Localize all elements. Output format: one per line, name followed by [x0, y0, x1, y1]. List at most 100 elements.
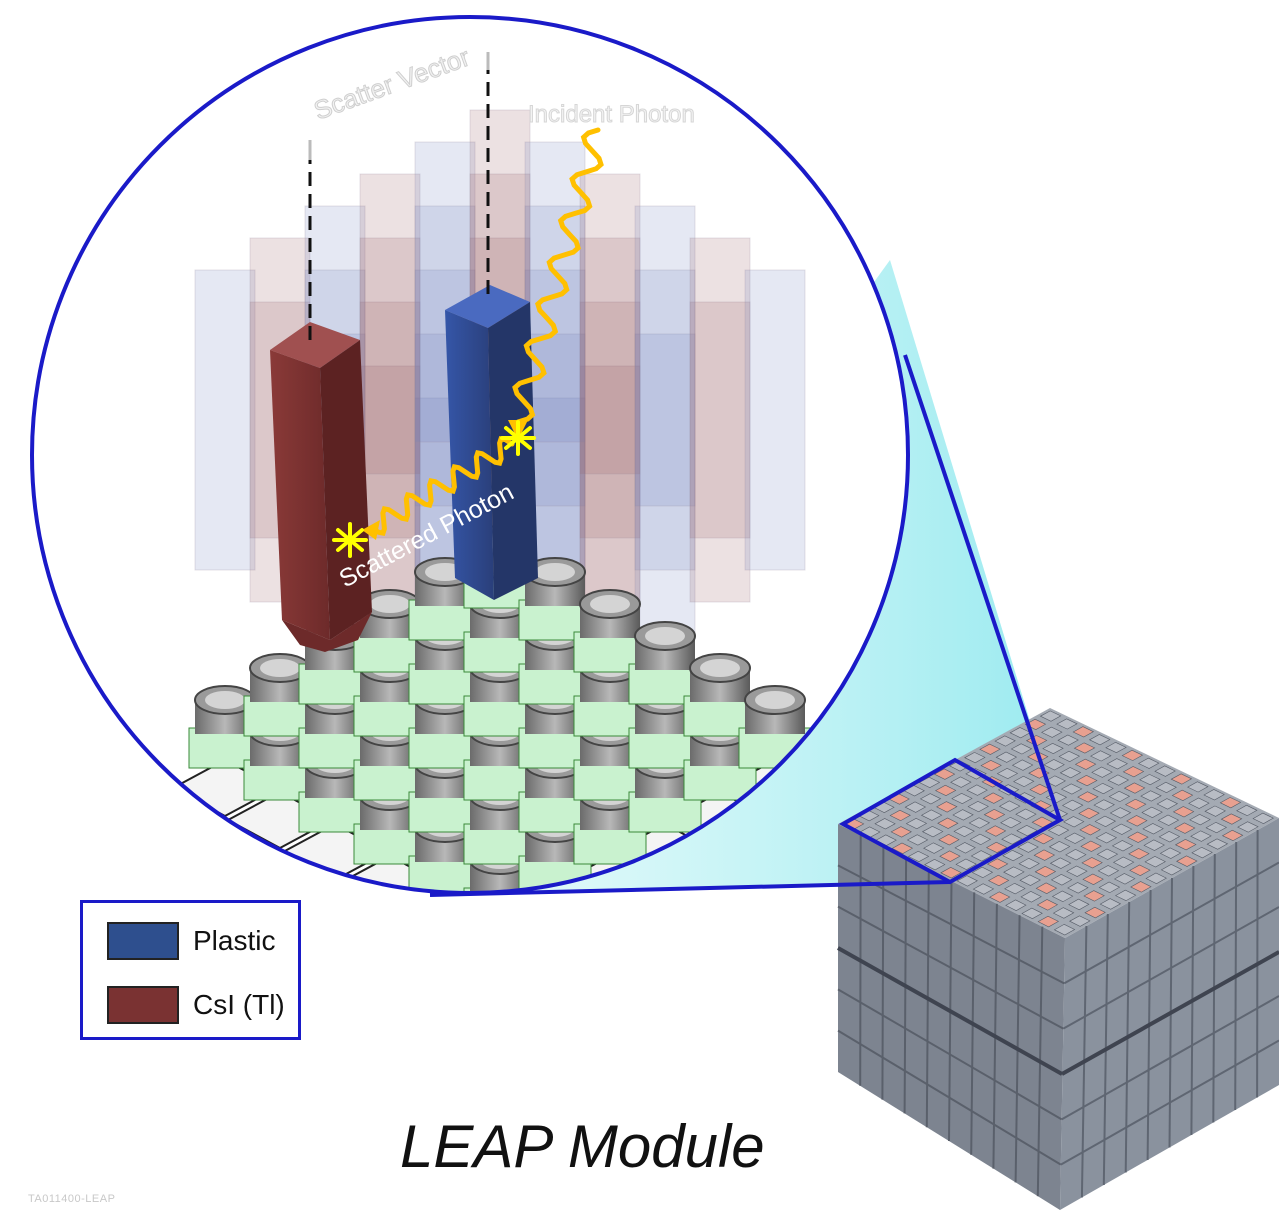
cube-top-cell	[1024, 718, 1047, 730]
cube-top-cell	[1176, 855, 1198, 867]
pmt-base	[628, 791, 702, 833]
cube-top-cell	[1154, 765, 1176, 777]
cube-top-cell	[918, 776, 941, 789]
cube-top-cell	[1083, 890, 1105, 902]
cube-top-cell	[1187, 781, 1209, 793]
cube-top-cell	[1155, 781, 1177, 794]
cube-top-cell	[1189, 814, 1211, 826]
cube-top-cell	[996, 767, 1019, 780]
cube-top-cell	[1066, 865, 1088, 877]
cube-top-cell	[1124, 798, 1147, 810]
cube-top-cell	[1047, 824, 1070, 836]
ghost-bar	[579, 237, 641, 539]
cube-top-cell	[954, 842, 976, 854]
ghost-bar	[634, 205, 696, 507]
cube-top-cell	[1173, 822, 1196, 834]
cube-top-cell	[1110, 823, 1133, 835]
cube-top-cell	[1190, 830, 1212, 842]
cube-top-cell	[1130, 881, 1152, 893]
cube-panel-line	[837, 905, 1064, 1030]
ghost-bar	[744, 269, 806, 571]
cube-top-cell	[1206, 838, 1229, 850]
cube-top-cell	[1044, 775, 1066, 787]
cube-top-cell	[923, 842, 945, 854]
pmt-window	[755, 691, 795, 709]
scatter-vector-lines	[308, 60, 490, 340]
cube-top-cell	[1088, 734, 1111, 746]
cube-top-cell	[1013, 775, 1035, 788]
cube-top-cell	[1170, 773, 1193, 785]
scatter-vector-arrow	[308, 52, 490, 160]
cube-top-cell	[906, 834, 929, 846]
cube-top-cell	[1063, 816, 1085, 828]
legend: Plastic CsI (Tl)	[80, 900, 301, 1040]
cube-top-cell	[1076, 775, 1098, 787]
cube-top-cell	[1139, 774, 1161, 786]
cube-top-cell	[1072, 726, 1095, 738]
pmt-window	[535, 563, 575, 581]
cube-side-panels	[837, 829, 1279, 1198]
incident-photon-label: Incident Photon	[528, 101, 695, 128]
cube-top-cell	[980, 759, 1002, 772]
cube-top-cell	[919, 793, 942, 805]
cube-top-cell	[983, 808, 1006, 821]
cube-top-cell	[1113, 873, 1136, 885]
cube-top-cell	[1092, 782, 1114, 795]
cube-top-cell	[1144, 856, 1166, 868]
cube-top-cell	[1084, 906, 1106, 919]
cube-top-cell	[1011, 759, 1034, 771]
cube-top-cell	[890, 826, 912, 838]
cube-left-face	[838, 824, 1065, 1210]
ghost-bar	[689, 237, 751, 539]
cube-top-cell	[1191, 846, 1213, 859]
cube-top-cell	[1220, 813, 1243, 825]
cube-panel-line	[1062, 906, 1279, 1030]
ghost-bar	[359, 237, 421, 539]
cube-top-cell	[1016, 825, 1038, 837]
cube-panel-line	[1060, 1039, 1279, 1166]
cube-seam	[837, 946, 1063, 1076]
cube-top-cell	[951, 792, 973, 805]
cube-top-cell	[1129, 864, 1151, 876]
cube-top-cell	[1091, 766, 1113, 778]
cube-top-cell	[1112, 856, 1135, 868]
cube-top-cell	[1079, 824, 1101, 836]
cube-top-cell	[1128, 848, 1150, 860]
cube-top-cell	[1093, 799, 1115, 811]
cube-top-cell	[1051, 890, 1074, 903]
cube-top-cell	[1043, 759, 1065, 771]
cube-top-cell	[1157, 814, 1180, 826]
cube-top-cell	[939, 850, 961, 862]
module-title: LEAP Module	[400, 1113, 765, 1180]
legend-item-csi: CsI (Tl)	[107, 985, 285, 1025]
cube-top-cell	[1156, 798, 1179, 810]
cube-top-cell	[1137, 757, 1160, 769]
pmt-window	[370, 595, 410, 613]
cube-top-cell	[907, 850, 930, 863]
ghost-bar	[359, 301, 421, 603]
cube-panel-line	[837, 1029, 1062, 1166]
legend-label-plastic: Plastic	[193, 925, 276, 956]
ghost-bar	[359, 173, 421, 475]
cube-top-cell	[1069, 915, 1091, 927]
cube-top-cell	[1221, 829, 1244, 842]
cube-top-cell	[1021, 907, 1043, 920]
cube-top-cell	[1143, 839, 1165, 851]
cube-top-cell	[924, 858, 946, 871]
cube-top-cell	[1082, 873, 1104, 885]
legend-item-plastic: Plastic	[107, 921, 275, 961]
cube-top-cell	[1003, 866, 1025, 878]
cube-top-cell	[1015, 808, 1037, 820]
cube-top-cell	[937, 817, 959, 829]
cube-top-cell	[1095, 832, 1118, 844]
cube-top-cell	[1122, 766, 1145, 778]
cube-top-cell	[1056, 718, 1078, 730]
cube-top-cell	[936, 801, 958, 813]
pmt-window	[260, 659, 300, 677]
cube-top-cell	[1145, 872, 1167, 884]
cube-top-cell	[1059, 767, 1082, 779]
cube-top-cell	[955, 858, 977, 870]
cube-top-cell	[964, 752, 986, 764]
cube-top-cell	[972, 883, 995, 895]
